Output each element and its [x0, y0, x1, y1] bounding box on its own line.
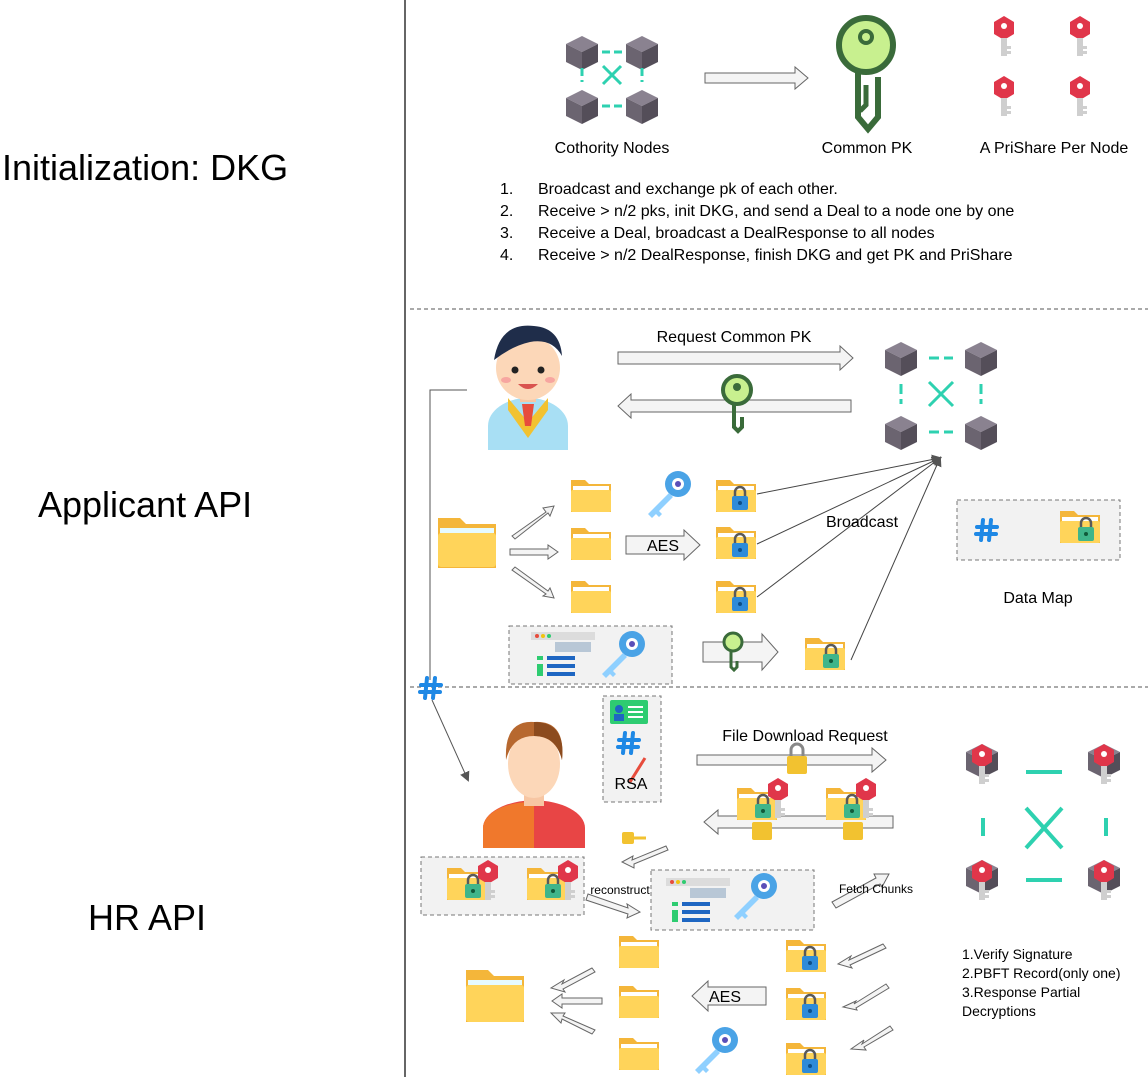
- partial-decryption-folder-icon: [826, 778, 876, 840]
- hr-step: 2.PBFT Record(only one): [962, 965, 1121, 981]
- decrypted-chunk-icon: [619, 936, 659, 968]
- request-pk-label: Request Common PK: [657, 329, 812, 346]
- data-map-folder-icon: [1060, 511, 1100, 543]
- chunk-folder-icon: [571, 480, 611, 512]
- dkg-cothority-nodes-icon: [566, 36, 658, 124]
- hr-encrypted-chunk-icon: [786, 988, 826, 1020]
- hr-encrypted-chunk-icon: [786, 940, 826, 972]
- dkg-step: 1.Broadcast and exchange pk of each othe…: [500, 181, 838, 198]
- hr-cothority-nodes-icon: [966, 744, 1120, 900]
- incoming-chunk-arrows: [836, 943, 894, 1051]
- encrypt-green-key-icon: [722, 631, 744, 673]
- hr-step: Decryptions: [962, 1003, 1036, 1019]
- encrypt-key-arrow: [702, 632, 779, 672]
- applicant-cothority-nodes-icon: [885, 342, 997, 450]
- to-keyinfo-arrow: [585, 893, 642, 919]
- hr-steps-list: 1.Verify Signature 2.PBFT Record(only on…: [962, 945, 1120, 1021]
- common-pk-key-icon: [836, 15, 896, 134]
- chunk-folder-icon: [571, 528, 611, 560]
- aes-label: AES: [647, 538, 679, 555]
- contact-card-icon: [610, 700, 648, 724]
- hr-step: 1.Verify Signature: [962, 946, 1073, 962]
- section-title-hr: HR API: [88, 897, 207, 938]
- rsa-label: RSA: [615, 776, 648, 793]
- split-arrows: [509, 505, 559, 599]
- aes-arrow: [625, 528, 701, 562]
- merge-arrows: [549, 967, 603, 1035]
- fetch-chunks-label: Fetch Chunks: [839, 882, 913, 896]
- request-lock-icon: [787, 742, 807, 774]
- common-pk-label: Common PK: [822, 140, 913, 157]
- final-file-folder-icon: [466, 970, 524, 1022]
- section-title-initialization: Initialization: DKG: [2, 147, 289, 188]
- encrypted-key-folder-icon: [805, 638, 845, 670]
- hr-aes-arrow: [691, 979, 767, 1013]
- reconstruct-label: reconstruct: [590, 883, 650, 897]
- chunk-folder-icon: [571, 581, 611, 613]
- hr-aes-label: AES: [709, 989, 741, 1006]
- decrypted-chunk-icon: [619, 1038, 659, 1070]
- hr-aes-key-icon: [695, 1027, 738, 1074]
- aes-key-icon: [648, 471, 691, 518]
- prishare-keys-icon: [994, 16, 1090, 116]
- hr-step: 3.Response Partial: [962, 984, 1081, 1000]
- fetch-chunks-arrow: [831, 873, 890, 909]
- encrypted-chunk-icon: [716, 527, 756, 559]
- dkg-steps-list: 1.Broadcast and exchange pk of each othe…: [500, 179, 1014, 267]
- data-map-label: Data Map: [1003, 590, 1072, 607]
- reconstruct-key-icon: [622, 832, 646, 844]
- download-request-label: File Download Request: [722, 728, 888, 745]
- hr-avatar-icon: [482, 721, 585, 848]
- broadcast-lines: [756, 454, 942, 661]
- cothority-nodes-label: Cothority Nodes: [555, 140, 670, 157]
- hr-encrypted-chunk-icon: [786, 1043, 826, 1075]
- signature-pen-icon: [628, 757, 647, 783]
- original-file-folder-icon: [438, 518, 496, 568]
- encrypted-chunk-icon: [716, 480, 756, 512]
- id-card-icon: [531, 632, 595, 682]
- dkg-step: 3.Receive a Deal, broadcast a DealRespon…: [500, 225, 935, 242]
- encrypted-chunk-icon: [716, 581, 756, 613]
- decrypted-chunk-icon: [619, 986, 659, 1018]
- reconstruct-arrow: [620, 845, 669, 869]
- applicant-avatar-icon: [488, 325, 568, 450]
- hr-id-card-icon: [666, 878, 730, 928]
- data-map-box: [956, 499, 1121, 561]
- hash-link-icon: [418, 676, 443, 700]
- dkg-step: 2.Receive > n/2 pks, init DKG, and send …: [500, 203, 1015, 220]
- dkg-arrow: [704, 65, 809, 91]
- applicant-hr-connector: [429, 389, 467, 680]
- prishare-label: A PriShare Per Node: [980, 140, 1129, 157]
- dkg-step: 4.Receive > n/2 DealResponse, finish DKG…: [500, 247, 1013, 264]
- request-pk-arrow: [617, 344, 854, 372]
- broadcast-label: Broadcast: [826, 514, 899, 531]
- section-title-applicant: Applicant API: [38, 484, 253, 525]
- hash-to-hr-arrow: [431, 699, 470, 782]
- partial-decryption-folder-icon: [737, 778, 788, 840]
